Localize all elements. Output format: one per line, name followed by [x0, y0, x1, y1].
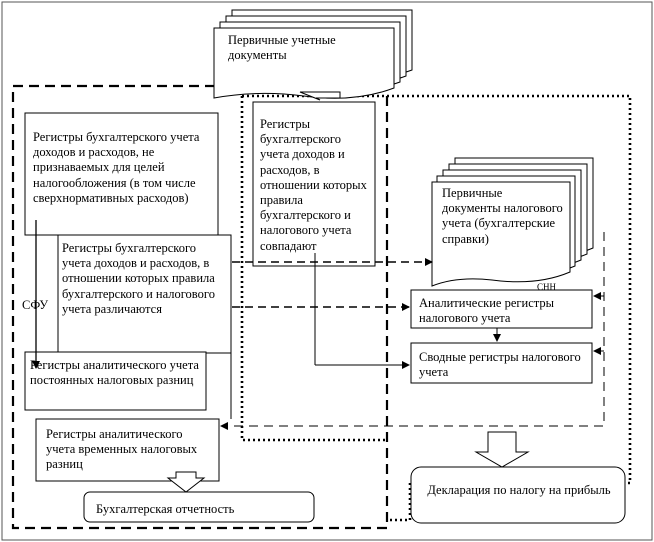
primary-docs-label: Первичные учетные документы	[228, 33, 336, 63]
arrow-temporary-feedback	[220, 232, 605, 430]
temporary-diff-label: Регистры аналитического учета временных …	[46, 427, 198, 472]
permanent-diff-label: Регистры аналитического учета постоянных…	[30, 358, 199, 388]
tax-region-left	[240, 96, 387, 442]
box-temporary	[35, 418, 220, 482]
block-arrow-reports	[166, 471, 206, 493]
block-arrow-declaration	[474, 431, 530, 468]
accounting-reports-label: Бухгалтерская отчетность	[96, 502, 235, 516]
accounting-region	[11, 84, 389, 530]
differ-label: Регистры бухгалтерского учета доходов и …	[62, 241, 215, 316]
tax-declaration-label: Декларация по налогу на прибыль	[427, 483, 611, 497]
box-summary-registers	[410, 342, 593, 384]
stack-mark-label: СНН	[537, 282, 557, 292]
primary-docs-stack	[213, 9, 413, 99]
summary-registers-label: Сводные регистры налогового учета	[419, 350, 581, 380]
analytic-registers-label: Аналитические регистры налогового учета	[419, 296, 555, 326]
box-not-recognized	[24, 112, 219, 236]
sfu-label: СФУ	[22, 298, 49, 312]
block-arrow-docs	[299, 91, 341, 101]
box-differ	[57, 234, 232, 354]
box-permanent	[24, 351, 207, 411]
box-match	[252, 101, 376, 267]
primary-tax-docs-label: Первичные документы налогового учета (бу…	[442, 186, 563, 246]
match-label: Регистры бухгалтерского учета доходов и …	[260, 117, 367, 253]
not-recognized-label: Регистры бухгалтерского учета доходов и …	[33, 130, 200, 205]
box-tax-declaration	[410, 466, 626, 524]
box-analytic-registers	[410, 289, 593, 329]
primary-tax-docs-stack	[431, 157, 594, 287]
box-accounting-reports	[83, 491, 315, 523]
